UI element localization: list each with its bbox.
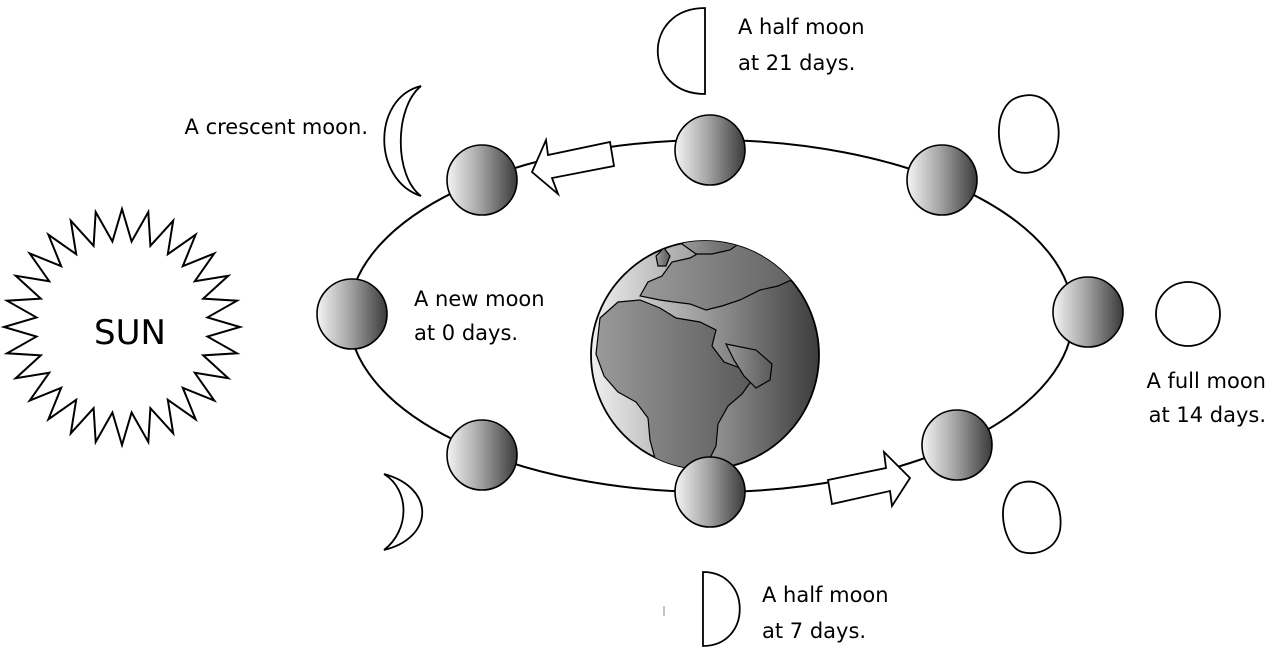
arrow-right-bottom <box>828 452 910 506</box>
label-full-line2: at 14 days. <box>1149 403 1266 427</box>
sun-label: SUN <box>94 313 166 353</box>
crescent-lower-icon <box>384 474 422 550</box>
orbit-moon-new <box>317 279 387 349</box>
gibbous-lower-icon <box>1003 482 1061 554</box>
label-half-7-line1: A half moon <box>762 583 889 607</box>
crescent-upper-icon <box>384 86 421 196</box>
half-moon-7-icon <box>703 572 740 646</box>
gibbous-upper-icon <box>999 95 1059 173</box>
orbit-moon-lower-left <box>447 420 517 490</box>
orbit-moon-full <box>1053 277 1123 347</box>
label-new-moon-line1: A new moon <box>414 287 545 311</box>
orbit-moon-upper-left <box>447 145 517 215</box>
sun: SUN <box>4 209 240 445</box>
label-crescent: A crescent moon. <box>185 115 368 139</box>
arrow-left-top <box>532 140 614 194</box>
label-half-7-line2: at 7 days. <box>762 619 866 643</box>
orbit-moon-lower-right <box>922 410 992 480</box>
orbit-moon-bottom <box>675 457 745 527</box>
orbit-moon-top <box>675 115 745 185</box>
earth <box>591 226 819 480</box>
label-full-line1: A full moon <box>1146 369 1266 393</box>
label-new-moon-line2: at 0 days. <box>414 321 518 345</box>
label-half-21-line2: at 21 days. <box>738 51 855 75</box>
label-half-21-line1: A half moon <box>738 15 865 39</box>
half-moon-21-icon <box>658 8 705 94</box>
orbit-moon-upper-right <box>907 145 977 215</box>
full-moon-icon <box>1156 282 1220 346</box>
